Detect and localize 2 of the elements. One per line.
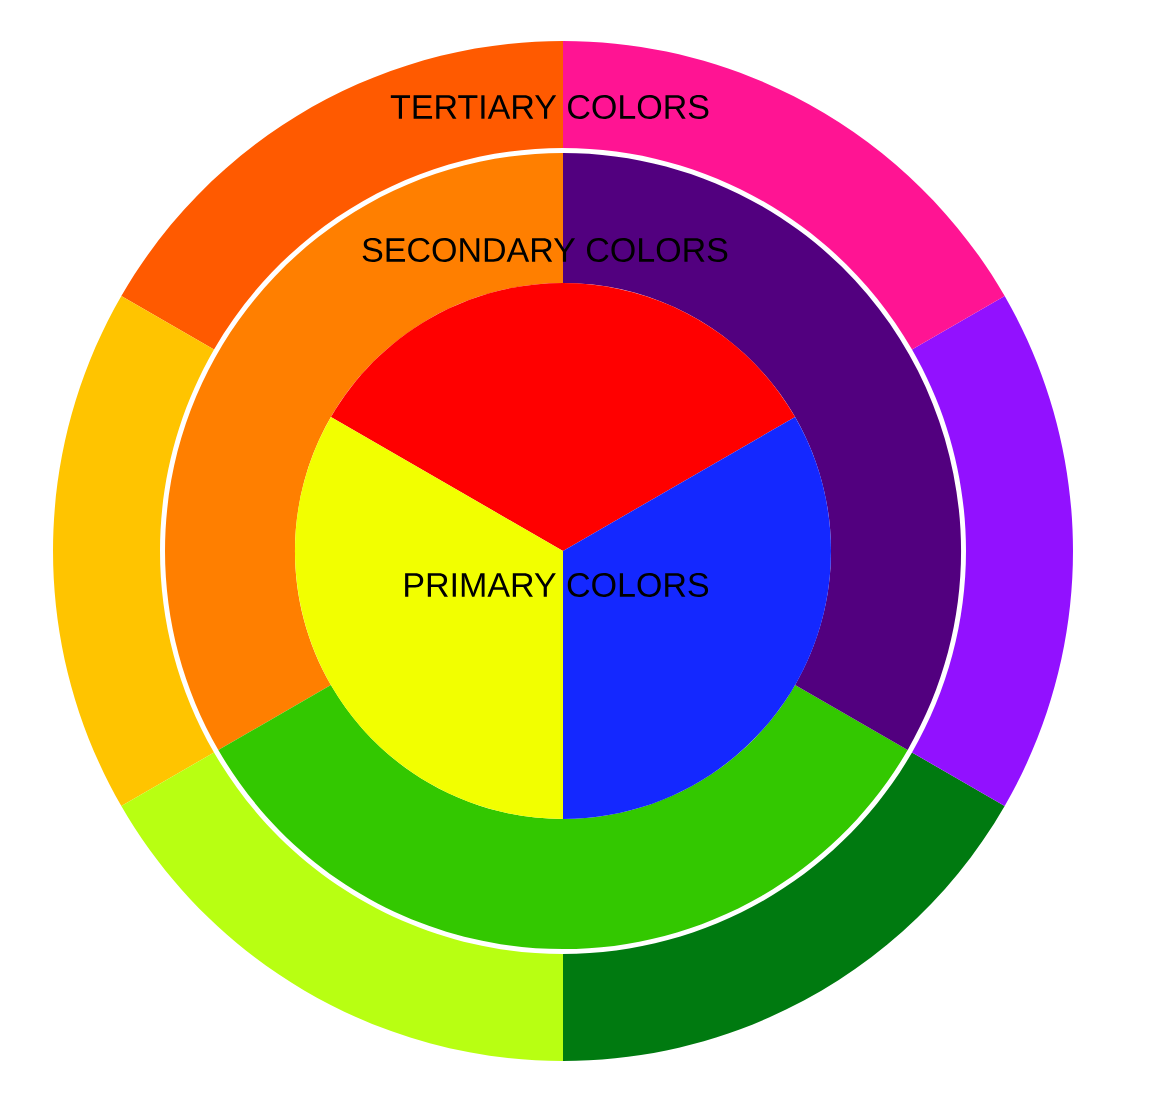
- ring-label: PRIMARY COLORS: [405, 572, 709, 597]
- ring-label: TERTIARY COLORS: [390, 94, 709, 119]
